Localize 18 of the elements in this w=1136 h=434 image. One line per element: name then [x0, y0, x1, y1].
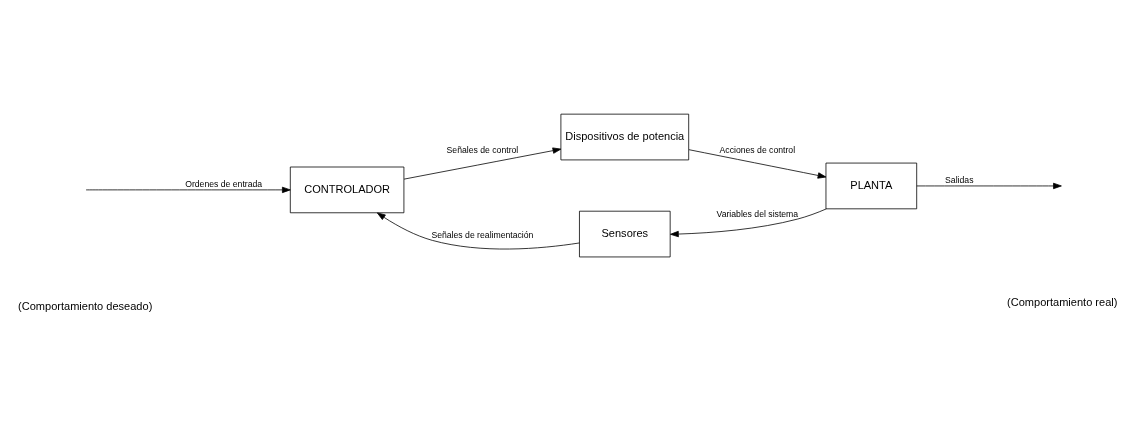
edge-label: Acciones de control: [719, 144, 796, 155]
edge-label: Salidas: [945, 174, 974, 185]
node-box: CONTROLADOR: [289, 166, 405, 213]
edge-label: Señales de control: [446, 144, 519, 155]
node-box: PLANTA: [825, 162, 918, 209]
arrow: [670, 208, 827, 237]
node-box: Dispositivos de potencia: [560, 113, 690, 160]
arrow: [916, 182, 1062, 189]
arrow: [85, 186, 291, 193]
arrow: [376, 212, 580, 249]
edge-label: Variables del sistema: [716, 208, 799, 219]
edge-label: Señales de realimentación: [431, 229, 534, 240]
arrow: [688, 148, 827, 179]
arrow: [403, 147, 562, 180]
node-box: Sensores: [579, 210, 671, 257]
label: (Comportamiento real): [1007, 295, 1118, 308]
label: (Comportamiento deseado): [18, 299, 153, 312]
edge-label: Ordenes de entrada: [185, 178, 263, 189]
